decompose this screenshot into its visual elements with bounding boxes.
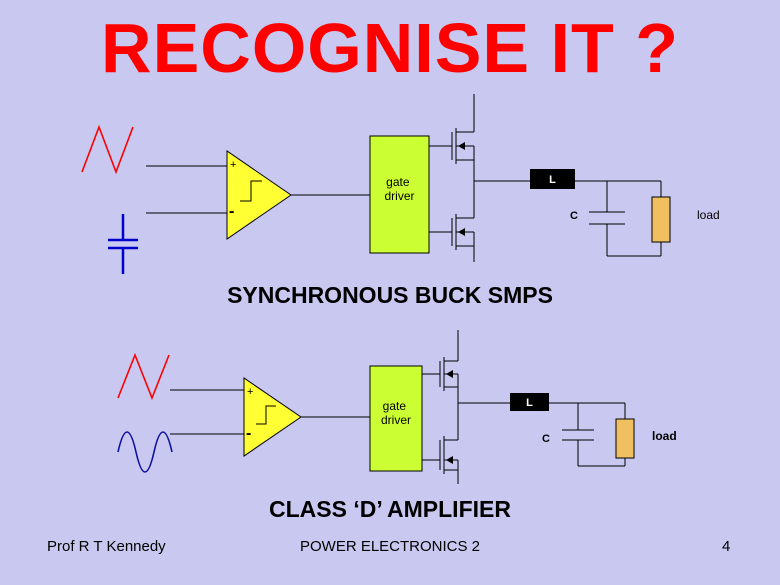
inductor-label: L xyxy=(526,397,533,409)
gate-driver-label-line1: gate xyxy=(386,175,410,189)
load-resistor xyxy=(615,418,635,459)
comparator-minus-label: - xyxy=(229,203,234,220)
svg-text:gate driver: gate driver xyxy=(381,399,411,427)
gate-driver-label-line2: driver xyxy=(384,189,414,203)
gate-driver-block xyxy=(369,135,430,254)
footer-author: Prof R T Kennedy xyxy=(47,538,166,555)
dc-source-symbol xyxy=(108,214,138,274)
gate-driver-label-line2: driver xyxy=(381,413,411,427)
comparator xyxy=(243,377,302,457)
mosfet-low-side xyxy=(451,214,475,262)
comparator xyxy=(226,150,292,240)
footer-page-number: 4 xyxy=(722,538,731,555)
load-resistor xyxy=(651,196,671,243)
inductor-label: L xyxy=(549,174,556,186)
circuit-class-d-amplifier: + - gate driver xyxy=(117,330,677,484)
svg-text:gate driver: gate driver xyxy=(384,175,414,203)
mosfet-high-side xyxy=(451,94,475,164)
gate-drive-wires xyxy=(422,373,440,461)
capacitor-label: C xyxy=(570,210,578,222)
footer-course: POWER ELECTRONICS 2 xyxy=(299,538,481,555)
circuit-synchronous-buck: + - gate driver xyxy=(81,94,720,274)
comparator-minus-label: - xyxy=(246,425,251,442)
capacitor xyxy=(562,429,594,441)
switch-node-wires xyxy=(457,387,626,467)
mosfet-low-side xyxy=(439,436,459,484)
capacitor xyxy=(589,211,625,225)
caption-synchronous-buck: SYNCHRONOUS BUCK SMPS xyxy=(227,282,553,308)
comparator-input-wires xyxy=(170,389,244,435)
gate-drive-wires xyxy=(429,145,452,233)
triangle-wave-source xyxy=(81,124,134,175)
comparator-input-wires xyxy=(146,165,227,214)
comparator-plus-label: + xyxy=(230,159,236,171)
load-label: load xyxy=(652,429,677,443)
inductor xyxy=(530,169,575,189)
switch-node-wires xyxy=(473,160,662,257)
slide-title: RECOGNISE IT ? xyxy=(101,9,679,87)
caption-class-d-amplifier: CLASS ‘D’ AMPLIFIER xyxy=(269,496,511,522)
gate-driver-block xyxy=(369,365,423,472)
inductor xyxy=(510,393,549,411)
sine-wave-source xyxy=(117,431,173,473)
comparator-plus-label: + xyxy=(247,386,253,398)
hysteresis-icon xyxy=(256,405,276,425)
gate-driver-label-line1: gate xyxy=(383,399,407,413)
triangle-wave-source xyxy=(117,352,170,401)
capacitor-label: C xyxy=(542,433,550,445)
mosfet-high-side xyxy=(439,330,459,391)
hysteresis-icon xyxy=(240,180,262,202)
load-label: load xyxy=(697,208,720,222)
